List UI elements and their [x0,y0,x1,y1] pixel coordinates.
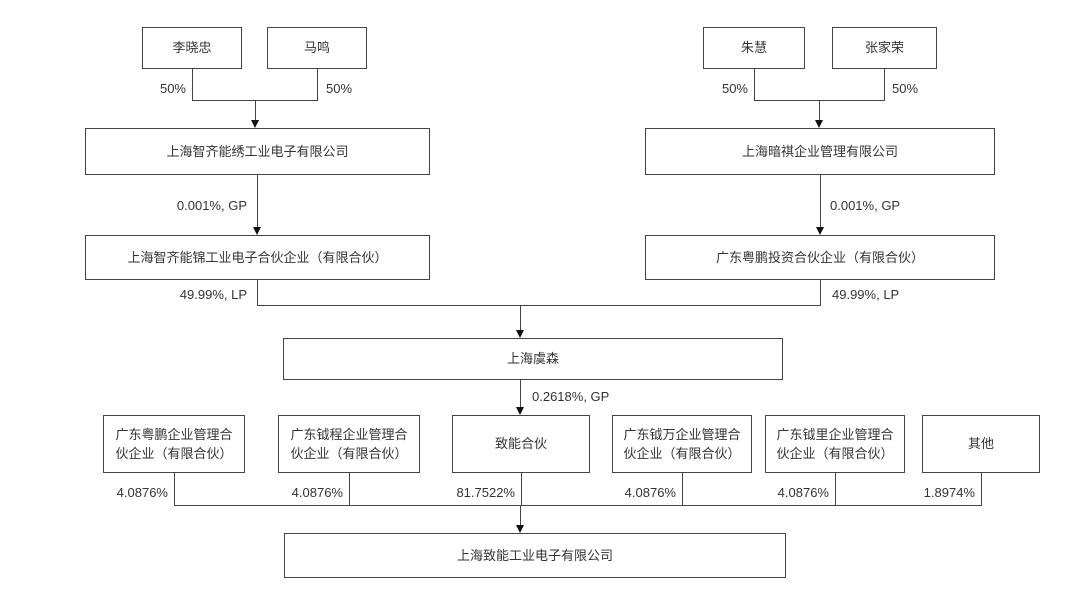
arrow-down-icon [253,227,261,235]
connector-line [255,100,256,121]
shareholder-box-3: 致能合伙 [452,415,590,473]
lp-label-right: 49.99%, LP [832,287,900,302]
partnership-box-right: 广东粤鹏投资合伙企业（有限合伙） [645,235,995,280]
connector-line [820,280,821,305]
company-box-middle: 上海虞森 [283,338,783,380]
connector-line [819,100,820,121]
arrow-down-icon [516,330,524,338]
company-box-right: 上海暗祺企业管理有限公司 [645,128,995,175]
pct-label-shareholder-1: 4.0876% [116,485,168,500]
connector-line [257,175,258,227]
pct-label-li-xiaozhong: 50% [159,81,186,96]
connector-line [754,69,755,100]
partnership-box-left: 上海智齐能锦工业电子合伙企业（有限合伙） [85,235,430,280]
arrow-down-icon [516,525,524,533]
connector-line [521,473,522,505]
connector-line [257,305,821,306]
connector-line [520,305,521,330]
pct-label-shareholder-2: 4.0876% [291,485,343,500]
shareholder-box-4: 广东钺万企业管理合伙企业（有限合伙） [612,415,752,473]
arrow-down-icon [816,227,824,235]
connector-line [174,505,982,506]
pct-label-zhu-hui: 50% [721,81,748,96]
pct-label-shareholder-3: 81.7522% [456,485,515,500]
shareholder-box-2: 广东钺程企业管理合伙企业（有限合伙） [278,415,420,473]
arrow-down-icon [815,120,823,128]
pct-label-shareholder-5: 4.0876% [777,485,829,500]
connector-line [192,69,193,100]
shareholder-box-other: 其他 [922,415,1040,473]
connector-line [981,473,982,505]
person-box-li-xiaozhong: 李晓忠 [142,27,242,69]
connector-line [349,473,350,505]
company-box-left: 上海智齐能绣工业电子有限公司 [85,128,430,175]
lp-label-left: 49.99%, LP [179,287,247,302]
pct-label-shareholder-other: 1.8974% [923,485,975,500]
person-box-zhu-hui: 朱慧 [703,27,805,69]
pct-label-zhang-jiarong: 50% [892,81,919,96]
pct-label-ma-ming: 50% [326,81,353,96]
connector-line [257,280,258,305]
shareholder-box-1: 广东粤鹏企业管理合伙企业（有限合伙） [103,415,245,473]
arrow-down-icon [516,407,524,415]
target-company-box: 上海致能工业电子有限公司 [284,533,786,578]
connector-line [520,505,521,525]
connector-line [520,380,521,407]
arrow-down-icon [251,120,259,128]
person-box-zhang-jiarong: 张家荣 [832,27,937,69]
connector-line [317,69,318,100]
person-box-ma-ming: 马鸣 [267,27,367,69]
connector-line [174,473,175,505]
connector-line [884,69,885,100]
gp-label-middle: 0.2618%, GP [532,389,610,404]
pct-label-shareholder-4: 4.0876% [624,485,676,500]
gp-label-left: 0.001%, GP [176,198,247,213]
connector-line [682,473,683,505]
shareholder-box-5: 广东钺里企业管理合伙企业（有限合伙） [765,415,905,473]
gp-label-right: 0.001%, GP [830,198,901,213]
connector-line [835,473,836,505]
connector-line [820,175,821,227]
